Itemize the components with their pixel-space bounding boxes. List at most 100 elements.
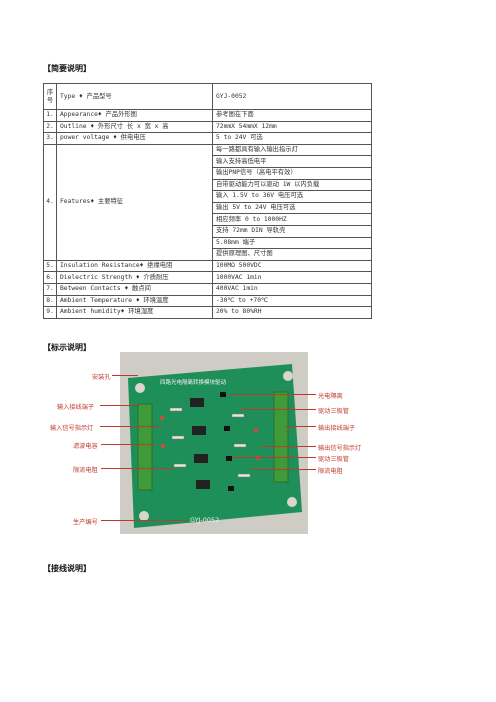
spec-value: 1000VAC 1min xyxy=(212,271,372,284)
optocoupler-4 xyxy=(196,480,210,489)
annotation-optocoupler: 光电隔离 xyxy=(318,393,343,400)
spec-feature-value: 提供原理图、尺寸图 xyxy=(212,248,372,261)
spec-name: Features♦ 主要特征 xyxy=(56,143,213,261)
mount-hole-bottom-right xyxy=(287,497,297,507)
transistor-4 xyxy=(228,486,234,491)
annotation-driver-transistor-1: 驱动三极管 xyxy=(318,408,349,415)
spec-name: Dielectric Strength ♦ 介质耐压 xyxy=(56,271,213,284)
spec-feature-row: 相应频率 0 to 1000HZ xyxy=(44,213,372,226)
spec-header-row: 序号 Type ♦ 产品型号 GYJ-0052 xyxy=(43,83,372,110)
spec-header-value: GYJ-0052 xyxy=(212,83,372,110)
resistor-6 xyxy=(237,473,251,478)
wiring-section-title: 【接线说明】 xyxy=(43,564,91,573)
spec-feature-value: 支持 72mm DIN 导轨壳 xyxy=(212,224,372,238)
spec-feature-value: 相应频率 0 to 1000HZ xyxy=(212,213,372,226)
transistor-1 xyxy=(220,392,226,397)
leader-output-indicator xyxy=(260,446,316,447)
leader-input-terminal xyxy=(100,405,138,406)
spec-value: -30℃ to +70℃ xyxy=(212,294,372,308)
spec-name: power voltage ♦ 供电电压 xyxy=(56,132,213,145)
spec-index: 4. xyxy=(43,143,57,261)
spec-feature-value: 5.08mm 端子 xyxy=(212,236,372,250)
leader-current-limit-left xyxy=(101,468,173,469)
spec-value: 20% to 80%RH xyxy=(212,306,372,319)
brief-section-title: 【简要说明】 xyxy=(43,64,91,73)
product-photo: 四路光电隔离转换模块驱动 GYJ-0052 xyxy=(120,352,308,534)
leader-output-terminal xyxy=(285,426,316,427)
pcb-board-image: 四路光电隔离转换模块驱动 GYJ-0052 xyxy=(120,352,308,534)
leader-optocoupler xyxy=(230,394,316,395)
annotation-input-terminal: 输入接线端子 xyxy=(57,404,95,411)
board-model-print: GYJ-0052 xyxy=(190,516,219,524)
leader-input-indicator xyxy=(100,426,162,427)
spec-index: 7. xyxy=(43,282,57,296)
spec-name: Between Contacts ♦ 触点间 xyxy=(56,282,213,296)
spec-feature-row: 支持 72mm DIN 导轨壳 xyxy=(44,224,372,238)
spec-header-name: Type ♦ 产品型号 xyxy=(56,83,213,110)
resistor-1 xyxy=(169,407,183,412)
input-led-1 xyxy=(160,416,164,420)
mount-hole-bottom-left xyxy=(139,511,149,521)
annotation-output-terminal: 输出接线端子 xyxy=(318,425,356,432)
spec-index: 9. xyxy=(43,306,57,319)
spec-value: 100MΩ 500VDC xyxy=(212,259,372,273)
leader-serial-number xyxy=(101,520,187,521)
resistor-2 xyxy=(171,435,185,440)
annotation-current-limit-right: 限流电阻 xyxy=(318,468,343,475)
spec-index: 8. xyxy=(43,294,57,308)
spec-value: 参考图在下面 xyxy=(212,109,372,122)
annotation-input-indicator: 输入信号指示灯 xyxy=(50,425,94,432)
mount-hole-left xyxy=(135,383,145,393)
leader-filter-cap xyxy=(101,444,155,445)
spec-feature-row: 自带驱动能力可以驱动 1W 以内负载 xyxy=(44,178,372,192)
transistor-2 xyxy=(224,426,230,431)
spec-feature-row: 输出PNP信号（高电平有效） xyxy=(44,166,372,180)
input-terminal-block xyxy=(137,403,153,491)
spec-feature-row: 输入 1.5V to 36V 电压可选 xyxy=(44,190,372,203)
pcb-board xyxy=(128,364,302,528)
spec-name: Appearance♦ 产品外形图 xyxy=(56,109,213,122)
leader-driver-transistor-2 xyxy=(232,457,316,458)
spec-row: 1.Appearance♦ 产品外形图参考图在下面 xyxy=(43,109,372,122)
transistor-3 xyxy=(226,456,232,461)
spec-header-index: 序号 xyxy=(43,83,57,110)
optocoupler-1 xyxy=(190,398,204,407)
spec-feature-row: 输出 5V to 24V 电压可选 xyxy=(44,201,372,215)
annotation-mount-hole: 安装孔 xyxy=(92,374,111,381)
resistor-5 xyxy=(233,443,247,448)
spec-name: Ambient humidity♦ 环境湿度 xyxy=(56,306,213,319)
spec-index: 2. xyxy=(43,120,57,134)
spec-feature-value: 输出PNP信号（高电平有效） xyxy=(212,166,372,180)
spec-feature-row: 5.08mm 端子 xyxy=(44,236,372,250)
optocoupler-2 xyxy=(192,426,206,435)
spec-index: 3. xyxy=(43,132,57,145)
spec-feature-value: 输出 5V to 24V 电压可选 xyxy=(212,201,372,215)
input-led-2 xyxy=(161,444,165,448)
leader-current-limit-right xyxy=(250,469,316,470)
spec-row: 8.Ambient Temperature ♦ 环境温度-30℃ to +70℃ xyxy=(43,294,372,308)
spec-value: 400VAC 1min xyxy=(212,282,372,296)
board-title-print: 四路光电隔离转换模块驱动 xyxy=(160,378,227,386)
spec-value: 5 to 24V 可选 xyxy=(212,132,372,145)
resistor-3 xyxy=(173,463,187,468)
annotation-filter-cap: 滤波电容 xyxy=(73,443,98,450)
spec-index: 5. xyxy=(43,259,57,273)
spec-name: Outline ♦ 外形尺寸 长 x 宽 x 高 xyxy=(56,120,213,134)
mount-hole-right xyxy=(283,371,293,381)
spec-feature-value: 输入支持高低电平 xyxy=(212,155,372,168)
spec-feature-value: 每一路都具有输入输出指示灯 xyxy=(212,143,372,157)
spec-feature-row: 输入支持高低电平 xyxy=(44,155,372,168)
annotation-driver-transistor-2: 驱动三极管 xyxy=(318,456,349,463)
annotation-current-limit-left: 限流电阻 xyxy=(73,467,98,474)
spec-feature-value: 输入 1.5V to 36V 电压可选 xyxy=(212,190,372,203)
annotation-serial-number: 生产编号 xyxy=(73,519,98,526)
spec-index: 6. xyxy=(43,271,57,284)
annotation-output-indicator: 输出信号指示灯 xyxy=(318,445,362,452)
spec-name: Ambient Temperature ♦ 环境温度 xyxy=(56,294,213,308)
